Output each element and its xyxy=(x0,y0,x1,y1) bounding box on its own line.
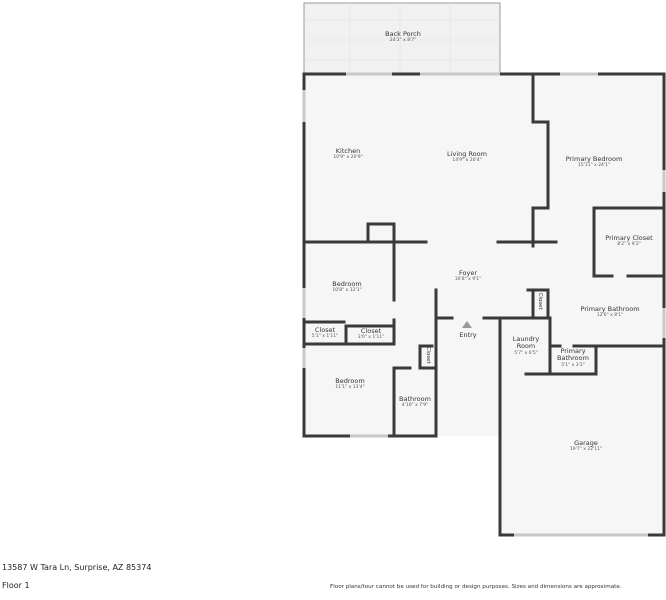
walls xyxy=(302,72,666,537)
room-name: Closet xyxy=(360,327,382,335)
room-dims: 5'7" x 6'5" xyxy=(514,350,538,356)
room-name: Bedroom xyxy=(335,377,365,385)
room-closet-3: Closet xyxy=(425,347,431,364)
room-name: Closet xyxy=(537,292,544,310)
room-name: Garage xyxy=(574,439,598,447)
room-dims: 10'9" x 20'9" xyxy=(333,155,363,161)
room-name: Primary Closet xyxy=(605,234,653,242)
room-name: Laundry Room xyxy=(512,335,540,351)
windows xyxy=(302,72,666,537)
room-dims: 12'6" x 8'1" xyxy=(596,313,624,319)
room-name: Closet xyxy=(314,326,336,334)
room-dims: 4'10" x 7'9" xyxy=(401,403,429,409)
address: 13587 W Tara Ln, Surprise, AZ 85374 xyxy=(2,563,152,572)
room-name: Bathroom xyxy=(399,395,431,403)
floor-fills xyxy=(305,75,664,535)
room-dims: 5'1" x 3'2" xyxy=(561,362,585,368)
room-dims: 24'2" x 8'7" xyxy=(389,38,417,44)
room-name: Back Porch xyxy=(385,30,421,38)
room-dims: 15'11" x 24'1" xyxy=(577,163,611,169)
disclaimer: Floor plans/tour cannot be used for buil… xyxy=(330,584,622,590)
room-name: Primary Bedroom xyxy=(565,155,623,163)
room-dims: 10'8" x 12'1" xyxy=(332,288,362,294)
room-name: Closet xyxy=(425,346,432,364)
room-dims: 5'1" x 1'11" xyxy=(311,334,339,340)
entry-arrow-icon xyxy=(462,321,472,328)
room-dims: 19'7" x 22'11" xyxy=(569,447,603,453)
entry-label: Entry xyxy=(459,331,477,339)
floor-label: Floor 1 xyxy=(2,581,30,590)
room-dims: 14'9" x 20'4" xyxy=(452,158,482,164)
room-closet-4: Closet xyxy=(537,293,543,310)
room-name: Kitchen xyxy=(335,147,361,155)
room-name: Bedroom xyxy=(332,280,362,288)
room-name: Foyer xyxy=(458,269,478,277)
room-dims: 11'1" x 13'4" xyxy=(335,385,365,391)
room-dims: 3'0" x 1'11" xyxy=(357,335,385,341)
room-name: Primary Bathroom xyxy=(557,347,589,363)
room-name: Primary Bathroom xyxy=(580,305,640,313)
room-dims: 8'2" x 9'2" xyxy=(617,242,641,248)
room-name: Living Room xyxy=(447,150,487,158)
room-dims: 10'8" x 9'1" xyxy=(454,277,482,283)
back-porch-area xyxy=(303,2,501,75)
porch-grid xyxy=(304,3,500,74)
